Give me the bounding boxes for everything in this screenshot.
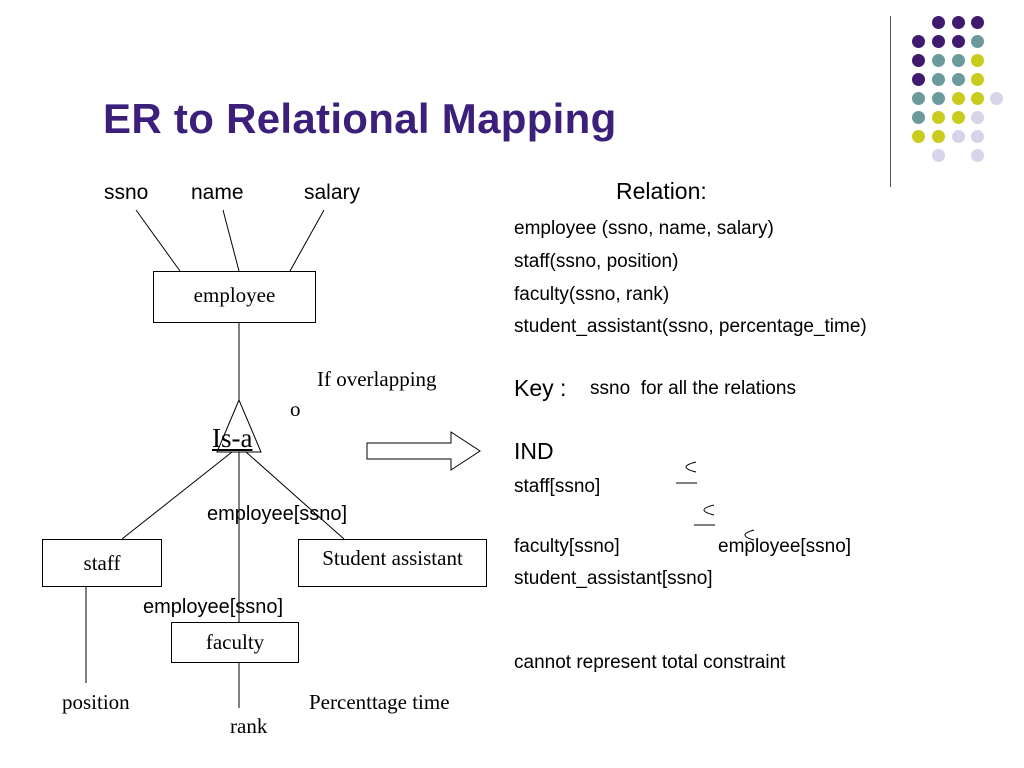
ind-employee: employee[ssno] bbox=[718, 536, 852, 557]
isa-label: Is-a bbox=[212, 423, 253, 453]
ind-staff: staff[ssno] bbox=[514, 476, 601, 497]
ind-faculty: faculty[ssno] bbox=[514, 536, 620, 557]
decorative-dot bbox=[971, 92, 984, 105]
decorative-dot bbox=[912, 111, 925, 124]
entity-staff: staff bbox=[42, 539, 162, 587]
key-label: Key : bbox=[514, 375, 567, 401]
name-attr-line bbox=[222, 209, 240, 272]
entity-student-assistant-label: Student assistant bbox=[322, 546, 463, 570]
overlap-symbol: o bbox=[290, 397, 301, 421]
entity-faculty: faculty bbox=[171, 622, 299, 663]
decorative-divider bbox=[890, 16, 891, 187]
mapping-arrow bbox=[366, 431, 481, 471]
entity-student-assistant: Student assistant bbox=[298, 539, 487, 587]
decorative-dot bbox=[932, 111, 945, 124]
isa-staff-line bbox=[121, 451, 233, 540]
key-text: ssno for all the relations bbox=[590, 378, 796, 399]
subset-symbol-1 bbox=[676, 461, 697, 484]
entity-faculty-label: faculty bbox=[205, 630, 265, 654]
decorative-dot bbox=[952, 111, 965, 124]
isa-student-line bbox=[245, 451, 345, 540]
ref-employee-ssno-lower: employee[ssno] bbox=[143, 596, 284, 618]
decorative-dot bbox=[952, 54, 965, 67]
decorative-dot bbox=[952, 16, 965, 29]
decorative-dot bbox=[912, 130, 925, 143]
decorative-dot bbox=[912, 54, 925, 67]
decorative-dot bbox=[971, 130, 984, 143]
relation-employee: employee (ssno, name, salary) bbox=[514, 218, 774, 239]
decorative-dot bbox=[912, 73, 925, 86]
attr-name: name bbox=[191, 181, 244, 204]
relation-student-assistant: student_assistant(ssno, percentage_time) bbox=[514, 316, 867, 337]
attr-percentage-time: Percenttage time bbox=[309, 690, 450, 714]
decorative-dot bbox=[971, 54, 984, 67]
decorative-dot bbox=[971, 16, 984, 29]
decorative-dot bbox=[952, 92, 965, 105]
attr-salary: salary bbox=[304, 181, 361, 204]
overlap-note: If overlapping bbox=[317, 367, 437, 391]
slide-title: ER to Relational Mapping bbox=[103, 95, 617, 142]
ind-student-assistant: student_assistant[ssno] bbox=[514, 568, 713, 589]
subset-symbol-2 bbox=[694, 504, 715, 526]
decorative-dot bbox=[971, 111, 984, 124]
decorative-dot bbox=[932, 54, 945, 67]
entity-employee-label: employee bbox=[193, 283, 276, 307]
decorative-dot bbox=[971, 35, 984, 48]
ind-heading: IND bbox=[514, 438, 554, 464]
ssno-attr-line bbox=[135, 209, 181, 272]
constraint-note: cannot represent total constraint bbox=[514, 652, 786, 673]
entity-employee: employee bbox=[153, 271, 316, 323]
attr-position: position bbox=[62, 690, 130, 714]
relation-heading: Relation: bbox=[616, 178, 707, 204]
entity-staff-label: staff bbox=[83, 550, 121, 575]
decorative-dot bbox=[932, 92, 945, 105]
decorative-dot bbox=[990, 92, 1003, 105]
salary-attr-line bbox=[289, 209, 325, 272]
attr-ssno: ssno bbox=[104, 181, 149, 204]
decorative-dot bbox=[932, 35, 945, 48]
decorative-dot bbox=[932, 16, 945, 29]
decorative-dot bbox=[912, 92, 925, 105]
ref-employee-ssno-upper: employee[ssno] bbox=[207, 503, 348, 525]
decorative-dot bbox=[971, 73, 984, 86]
decorative-dot bbox=[971, 149, 984, 162]
subset-symbol-3 bbox=[744, 529, 755, 541]
decorative-dot bbox=[952, 35, 965, 48]
decorative-dot bbox=[912, 35, 925, 48]
decorative-dot bbox=[952, 130, 965, 143]
decorative-dot bbox=[932, 149, 945, 162]
decorative-dot bbox=[932, 73, 945, 86]
relation-faculty: faculty(ssno, rank) bbox=[514, 284, 670, 305]
attr-rank: rank bbox=[230, 714, 268, 738]
decorative-dot bbox=[952, 73, 965, 86]
relation-staff: staff(ssno, position) bbox=[514, 251, 679, 272]
decorative-dot bbox=[932, 130, 945, 143]
